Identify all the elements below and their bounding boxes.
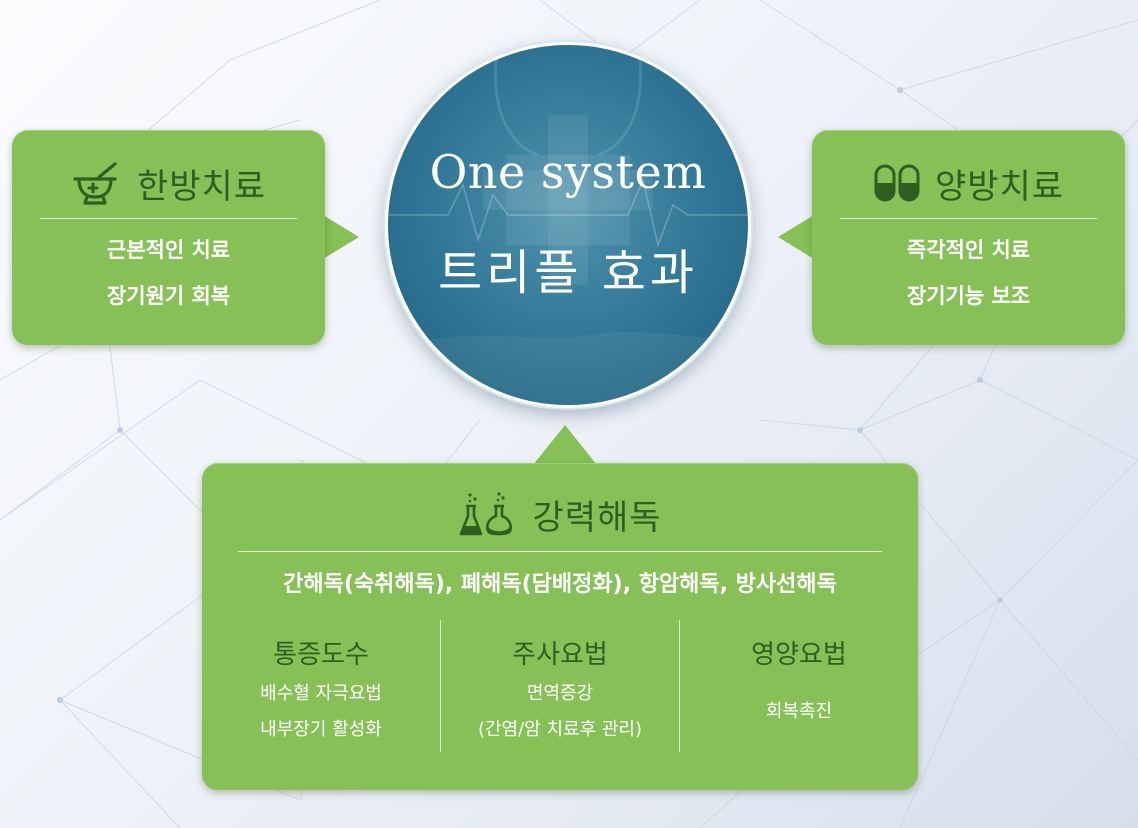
flasks-icon — [458, 490, 518, 538]
method-line: 내부장기 활성화 — [260, 719, 382, 740]
detox-methods: 통증도수 배수혈 자극요법 내부장기 활성화 주사요법 면역증강 (간염/암 치… — [202, 620, 918, 752]
mortar-pestle-icon — [71, 161, 123, 205]
header-divider — [840, 218, 1097, 219]
detox-title: 강력해독 — [532, 497, 662, 538]
circle-subheading: 트리플 효과 — [437, 245, 699, 301]
detox-box: 강력해독 간해독(숙취해독), 폐해독(담배정화), 항암해독, 방사선해독 통… — [202, 463, 918, 790]
capsules-icon — [873, 163, 921, 203]
circle-heading: One system — [429, 145, 707, 199]
method-title: 주사요법 — [512, 640, 608, 670]
herbal-treatment-box: 한방치료 근본적인 치료 장기원기 회복 — [12, 130, 325, 345]
method-line: (간염/암 치료후 관리) — [477, 719, 643, 740]
herbal-line-2: 장기원기 회복 — [106, 284, 231, 308]
western-line-2: 장기기능 보조 — [906, 284, 1031, 308]
method-title: 영양요법 — [751, 640, 847, 670]
method-column: 영양요법 회복촉진 — [679, 620, 918, 752]
western-treatment-title: 양방치료 — [934, 166, 1065, 207]
herbal-treatment-header: 한방치료 — [12, 130, 325, 208]
header-divider — [238, 551, 882, 552]
herbal-treatment-title: 한방치료 — [136, 166, 267, 207]
herbal-line-1: 근본적인 치료 — [106, 238, 231, 262]
left-box-pointer — [323, 215, 359, 259]
medical-background-image — [388, 45, 748, 405]
right-box-pointer — [778, 215, 814, 259]
header-divider — [40, 218, 297, 219]
method-title: 통증도수 — [273, 640, 369, 670]
bottom-box-pointer — [533, 425, 597, 465]
western-treatment-box: 양방치료 즉각적인 치료 장기기능 보조 — [812, 130, 1125, 345]
detox-summary: 간해독(숙취해독), 폐해독(담배정화), 항암해독, 방사선해독 — [283, 572, 837, 597]
one-system-circle: One system 트리플 효과 — [385, 42, 751, 408]
detox-header: 강력해독 — [202, 463, 918, 545]
western-line-1: 즉각적인 치료 — [906, 238, 1031, 262]
method-column: 통증도수 배수혈 자극요법 내부장기 활성화 — [202, 620, 440, 752]
western-treatment-header: 양방치료 — [812, 130, 1125, 208]
method-line: 배수혈 자극요법 — [260, 683, 382, 704]
method-column: 주사요법 면역증강 (간염/암 치료후 관리) — [440, 620, 679, 752]
method-line: 면역증강 — [526, 683, 594, 704]
method-line: 회복촉진 — [765, 701, 833, 722]
